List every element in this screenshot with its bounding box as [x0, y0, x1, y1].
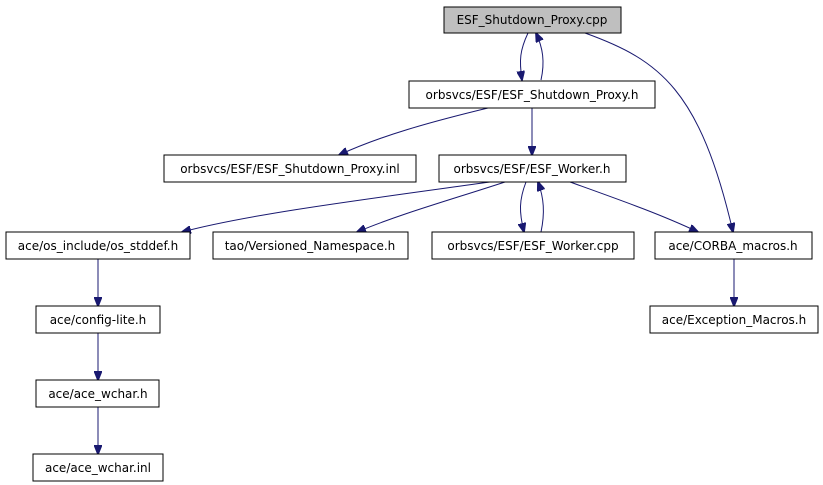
node-versioned-namespace-h[interactable]: tao/Versioned_Namespace.h — [212, 231, 409, 260]
node-label: ace/os_include/os_stddef.h — [18, 239, 178, 253]
node-esf-shutdown-proxy-h[interactable]: orbsvcs/ESF/ESF_Shutdown_Proxy.h — [408, 80, 656, 109]
node-config-lite-h[interactable]: ace/config-lite.h — [35, 305, 161, 334]
node-ace-wchar-inl[interactable]: ace/ace_wchar.inl — [32, 453, 164, 482]
node-label: ace/Exception_Macros.h — [662, 313, 806, 327]
node-label: orbsvcs/ESF/ESF_Worker.h — [454, 162, 611, 176]
node-label: ace/ace_wchar.inl — [45, 461, 151, 475]
edge-worker-cpp-to-worker-h — [538, 182, 543, 233]
edge-proxy-h-to-cpp — [536, 33, 544, 81]
node-label: orbsvcs/ESF/ESF_Shutdown_Proxy.inl — [180, 162, 400, 176]
node-label: orbsvcs/ESF/ESF_Worker.cpp — [447, 239, 618, 253]
edge-worker-h-to-os-stddef — [182, 181, 491, 232]
node-os-stddef-h[interactable]: ace/os_include/os_stddef.h — [5, 231, 191, 260]
node-label: ace/ace_wchar.h — [48, 387, 147, 401]
edge-worker-h-to-corba-macros — [569, 181, 698, 232]
node-corba-macros-h[interactable]: ace/CORBA_macros.h — [654, 231, 813, 260]
edge-worker-h-to-versioned-namespace — [357, 181, 506, 232]
node-label: orbsvcs/ESF/ESF_Shutdown_Proxy.h — [426, 88, 639, 102]
node-ace-wchar-h[interactable]: ace/ace_wchar.h — [35, 379, 160, 408]
node-esf-shutdown-proxy-cpp[interactable]: ESF_Shutdown_Proxy.cpp — [443, 6, 622, 34]
node-label: ESF_Shutdown_Proxy.cpp — [457, 13, 608, 27]
node-esf-worker-cpp[interactable]: orbsvcs/ESF/ESF_Worker.cpp — [431, 231, 635, 260]
edges — [98, 33, 734, 454]
node-label: tao/Versioned_Namespace.h — [225, 239, 396, 253]
node-label: ace/CORBA_macros.h — [668, 239, 797, 253]
node-exception-macros-h[interactable]: ace/Exception_Macros.h — [649, 305, 819, 334]
edge-proxy-h-to-proxy-inl — [339, 107, 489, 155]
edge-cpp-to-corba-macros — [584, 32, 733, 232]
node-esf-worker-h[interactable]: orbsvcs/ESF/ESF_Worker.h — [438, 154, 627, 183]
edge-worker-h-to-worker-cpp — [520, 181, 527, 232]
nodes: ESF_Shutdown_Proxy.cpp orbsvcs/ESF/ESF_S… — [5, 6, 819, 482]
node-label: ace/config-lite.h — [50, 313, 147, 327]
node-esf-shutdown-proxy-inl[interactable]: orbsvcs/ESF/ESF_Shutdown_Proxy.inl — [163, 154, 417, 183]
edge-cpp-to-proxy-h — [520, 32, 529, 80]
